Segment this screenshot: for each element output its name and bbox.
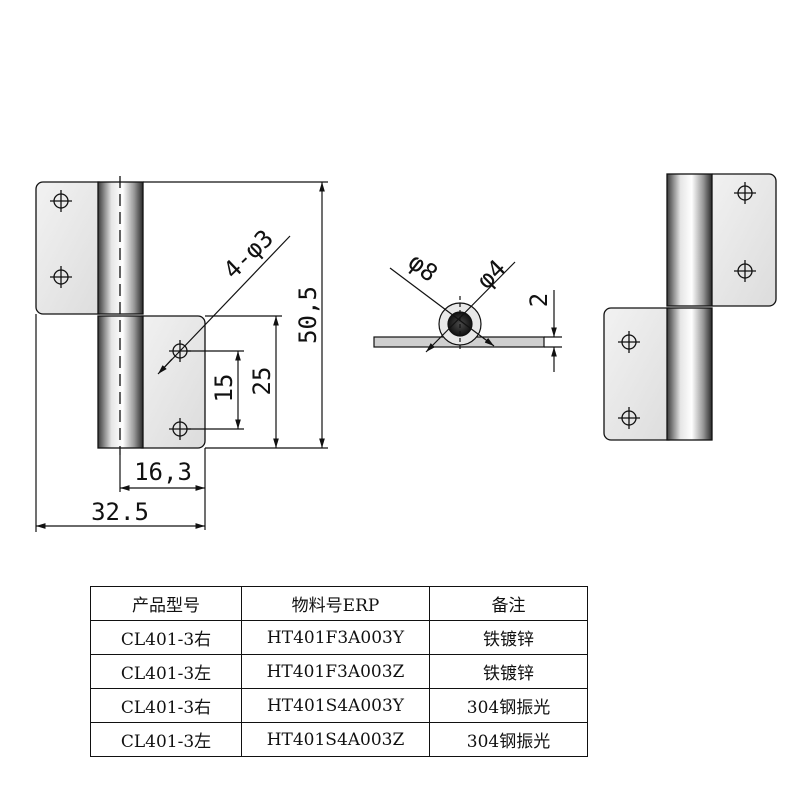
cell-model: CL401-3左 <box>90 654 242 689</box>
cell-erp: HT401S4A003Z <box>241 722 430 757</box>
hole-mark <box>50 190 72 212</box>
dim-thickness: 2 <box>525 293 553 307</box>
front-dimension-lines <box>35 181 328 532</box>
lower-leaf-right <box>603 307 677 441</box>
dim-hole-spacing: 15 <box>210 374 238 403</box>
header-model: 产品型号 <box>90 586 242 621</box>
upper-knuckle-right <box>666 173 713 307</box>
mirrored-view-holes <box>618 182 756 429</box>
dim-pin-diameter: φ4 <box>471 254 511 294</box>
table-row: CL401-3左 HT401F3A003Z 铁镀锌 <box>90 654 588 689</box>
cell-model: CL401-3左 <box>90 722 242 757</box>
upper-leaf <box>35 181 107 315</box>
hole-mark <box>734 260 756 282</box>
hole-mark <box>618 331 640 353</box>
table-row: CL401-3右 HT401S4A003Y 304钢振光 <box>90 688 588 723</box>
front-view-holes <box>50 190 191 440</box>
cell-erp: HT401F3A003Y <box>241 620 430 655</box>
table-row: CL401-3右 HT401F3A003Y 铁镀锌 <box>90 620 588 655</box>
upper-leaf-right <box>705 173 777 307</box>
header-remark: 备注 <box>429 586 588 621</box>
table-header-row: 产品型号 物料号ERP 备注 <box>90 586 588 621</box>
hole-mark <box>50 266 72 288</box>
mirrored-view <box>603 173 777 441</box>
lower-knuckle-right <box>666 307 713 441</box>
hole-mark <box>618 407 640 429</box>
table-row: CL401-3左 HT401S4A003Z 304钢振光 <box>90 722 588 757</box>
header-erp: 物料号ERP <box>241 586 430 621</box>
hole-mark <box>734 182 756 204</box>
cell-erp: HT401F3A003Z <box>241 654 430 689</box>
cell-model: CL401-3右 <box>90 620 242 655</box>
dim-total-height: 50,5 <box>294 286 322 344</box>
cell-remark: 铁镀锌 <box>429 654 588 689</box>
technical-drawing: 50,5 25 15 4-φ3 16,3 32.5 φ8 φ4 2 <box>35 173 777 532</box>
dim-hole-offset: 16,3 <box>134 458 192 486</box>
front-view <box>35 176 206 455</box>
dim-leaf-height: 25 <box>248 367 276 396</box>
dim-total-width: 32.5 <box>91 498 149 526</box>
spec-table: 产品型号 物料号ERP 备注 CL401-3右 HT401F3A003Y 铁镀锌… <box>90 586 588 757</box>
cell-erp: HT401S4A003Y <box>241 688 430 723</box>
dim-holes: 4-φ3 <box>218 224 279 284</box>
section-view <box>373 296 545 352</box>
cell-model: CL401-3右 <box>90 688 242 723</box>
cell-remark: 304钢振光 <box>429 688 588 723</box>
cell-remark: 铁镀锌 <box>429 620 588 655</box>
section-dimension-lines <box>389 261 562 372</box>
cell-remark: 304钢振光 <box>429 722 588 757</box>
